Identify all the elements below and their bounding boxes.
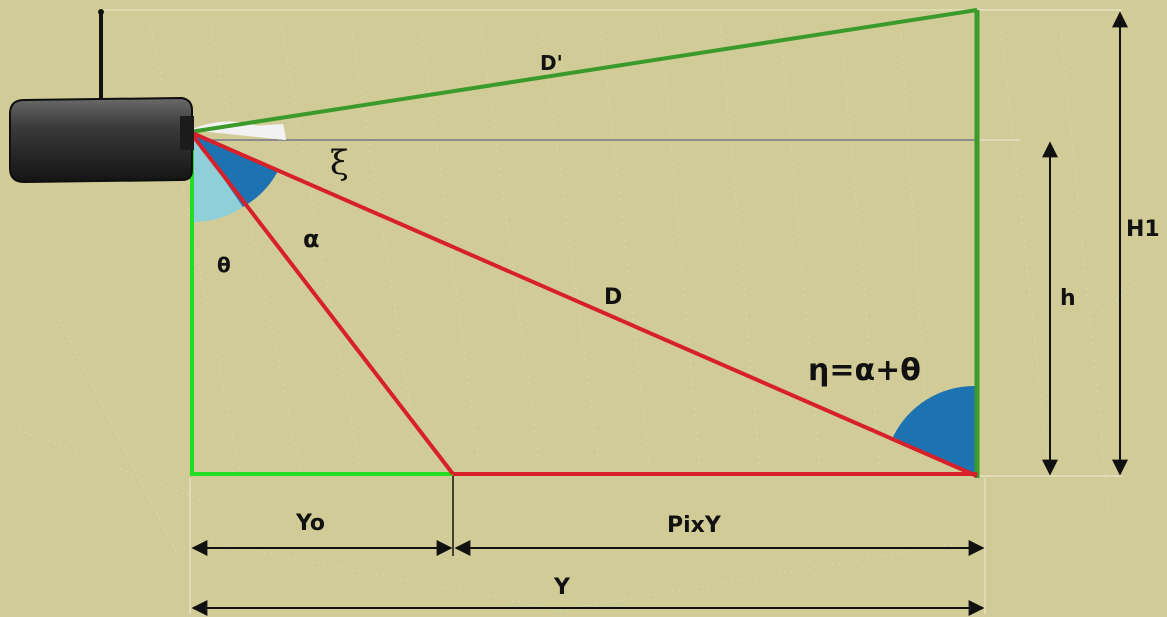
camera-antenna-tip <box>98 9 104 15</box>
yo-label: Yo <box>295 511 325 536</box>
pixy-label: PixY <box>667 513 722 538</box>
eta-angle-sector <box>893 385 975 476</box>
theta-angle-sector <box>190 130 243 223</box>
h-label: h <box>1060 286 1076 311</box>
d-label: D <box>604 285 622 310</box>
camera-icon <box>9 9 194 184</box>
yo-ray-line <box>188 130 455 476</box>
d-prime-label: D' <box>540 51 563 75</box>
eta-equation-label: η=α+θ <box>808 353 921 388</box>
alpha-label: α <box>303 225 320 253</box>
xi-label: ξ <box>330 143 349 183</box>
theta-label: θ <box>217 253 231 277</box>
h1-label: H1 <box>1126 217 1160 242</box>
xi-angle-sector-upper <box>190 124 286 140</box>
d-line <box>189 130 978 478</box>
d-prime-line <box>189 8 978 134</box>
y-label: Y <box>553 575 571 600</box>
camera-body <box>9 96 193 184</box>
camera-lens <box>180 116 194 150</box>
alpha-angle-sector <box>190 130 278 207</box>
